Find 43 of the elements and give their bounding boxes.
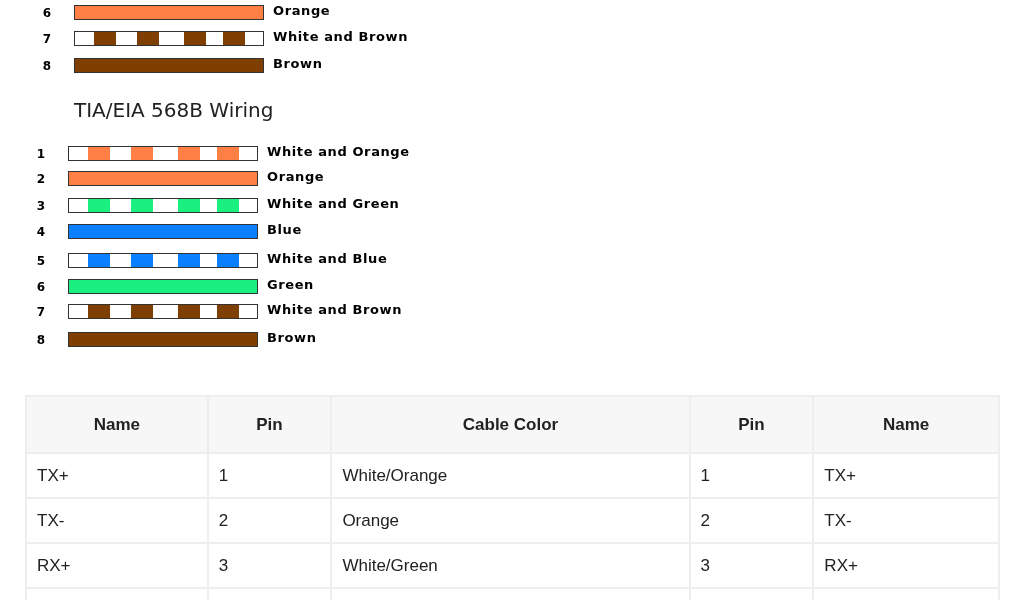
wire-label: Blue bbox=[267, 222, 302, 237]
wire-label: Orange bbox=[273, 3, 331, 18]
column-header: Cable Color bbox=[331, 396, 690, 453]
table-cell: 2 bbox=[207, 498, 332, 543]
wire-label: Green bbox=[267, 277, 314, 292]
pin-number: 1 bbox=[35, 147, 47, 161]
table-cell: 3 bbox=[207, 543, 332, 588]
wire-label: Orange bbox=[267, 169, 325, 184]
pin-number: 8 bbox=[41, 59, 53, 73]
pin-number: 3 bbox=[35, 199, 47, 213]
table-cell: 2 bbox=[689, 498, 814, 543]
wire-label: White and Blue bbox=[267, 251, 388, 266]
table-cell: 1 bbox=[207, 453, 332, 498]
table-cell: TX+ bbox=[813, 453, 999, 498]
wire-label: Brown bbox=[267, 330, 317, 345]
table-cell: TX- bbox=[26, 498, 208, 543]
section-heading: TIA/EIA 568B Wiring bbox=[74, 98, 274, 122]
pin-number: 6 bbox=[35, 280, 47, 294]
table-cell: White/Orange bbox=[331, 453, 690, 498]
pin-number: 6 bbox=[41, 6, 53, 20]
table-cell: Orange bbox=[331, 498, 690, 543]
table-cell: RX+ bbox=[26, 543, 208, 588]
pin-number: 7 bbox=[41, 32, 53, 46]
wire-label: Brown bbox=[273, 56, 323, 71]
pin-number: 2 bbox=[35, 172, 47, 186]
pin-number: 8 bbox=[35, 333, 47, 347]
wire-label: White and Brown bbox=[273, 29, 408, 44]
table-cell: TX- bbox=[813, 498, 999, 543]
pin-number: 5 bbox=[35, 254, 47, 268]
column-header: Pin bbox=[207, 396, 332, 453]
pin-number: 4 bbox=[35, 225, 47, 239]
wire-label: White and Green bbox=[267, 196, 400, 211]
table-cell: TX+ bbox=[26, 453, 208, 498]
wire-label: White and Brown bbox=[267, 302, 402, 317]
table-cell: White/Green bbox=[331, 543, 690, 588]
table-cell: RX+ bbox=[813, 543, 999, 588]
column-header: Pin bbox=[689, 396, 814, 453]
table-cell: 3 bbox=[689, 543, 814, 588]
pin-number: 7 bbox=[35, 305, 47, 319]
wire-label: White and Orange bbox=[267, 144, 410, 159]
table-cell: 1 bbox=[689, 453, 814, 498]
column-header: Name bbox=[813, 396, 999, 453]
column-header: Name bbox=[26, 396, 208, 453]
